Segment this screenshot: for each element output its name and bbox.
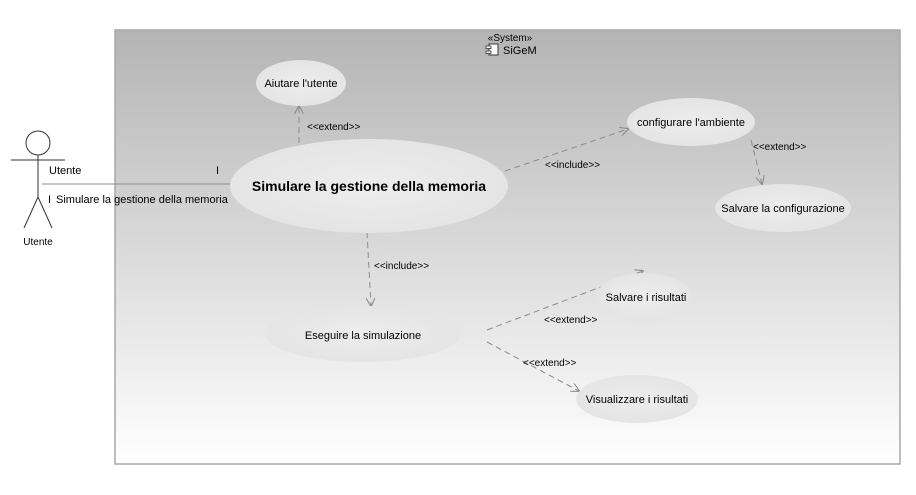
usecase-configure[interactable]: configurare l'ambiente (627, 98, 755, 146)
system-boundary (114, 29, 901, 465)
association-multiplicity-actor: I (48, 194, 51, 206)
arrow-save-results-extend (486, 271, 643, 331)
actor-figure[interactable] (11, 130, 65, 229)
usecase-run-label: Eseguire la simulazione (305, 330, 421, 342)
arrow-view-results-extend (486, 341, 579, 391)
relation-configure-include-label: <<include>> (545, 160, 600, 171)
actor-name: Utente (23, 237, 53, 248)
usecase-run[interactable]: Eseguire la simulazione (265, 306, 461, 362)
usecase-main-label: Simulare la gestione della memoria (252, 178, 486, 194)
relation-run-include-label: <<include>> (374, 261, 429, 272)
arrow-save-config-extend (750, 139, 762, 184)
association-multiplicity-usecase: I (216, 165, 219, 177)
dependency-lines (299, 106, 762, 391)
usecase-save-config[interactable]: Salvare la configurazione (715, 184, 851, 232)
usecase-view-results-label: Visualizzare i risultati (586, 394, 689, 406)
association-label: Simulare la gestione della memoria (56, 194, 229, 206)
relation-view-results-extend-label: <<extend>> (523, 358, 577, 369)
usecase-save-results[interactable]: Salvare i risultati (596, 273, 692, 321)
arrow-configure-include (504, 129, 628, 172)
arrow-run-include (367, 231, 371, 306)
usecase-help[interactable]: Aiutare l'utente (256, 60, 346, 106)
relation-save-results-extend-label: <<extend>> (544, 315, 598, 326)
association-role-label: Utente (49, 165, 81, 177)
usecase-save-config-label: Salvare la configurazione (721, 203, 845, 215)
relation-save-config-extend-label: <<extend>> (753, 142, 807, 153)
relation-help-extend-label: <<extend>> (307, 122, 361, 133)
usecase-view-results[interactable]: Visualizzare i risultati (576, 375, 698, 423)
component-icon (485, 43, 499, 56)
system-name: SiGeM (503, 45, 537, 57)
usecase-main[interactable]: Simulare la gestione della memoria (230, 139, 508, 233)
usecase-save-results-label: Salvare i risultati (606, 292, 687, 304)
usecase-help-label: Aiutare l'utente (264, 78, 337, 90)
usecase-configure-label: configurare l'ambiente (637, 117, 745, 129)
system-stereotype: «System» (488, 33, 533, 44)
